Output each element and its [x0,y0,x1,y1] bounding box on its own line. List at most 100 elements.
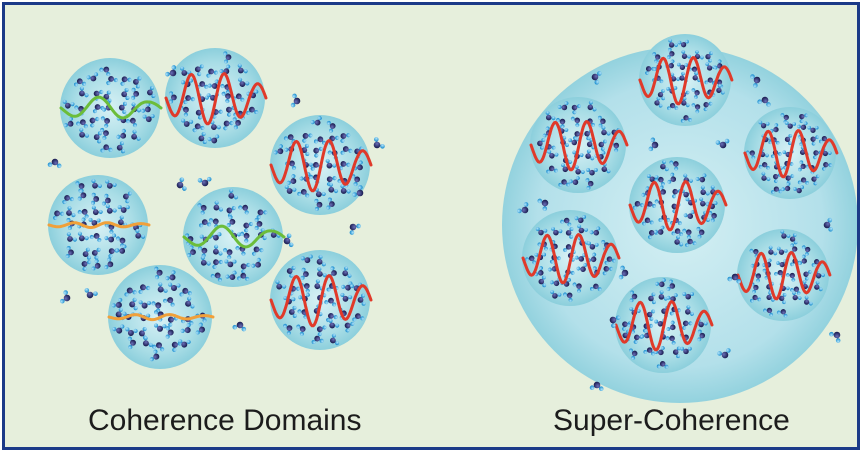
oxygen-atom [76,78,83,85]
hydrogen-atom [549,280,554,285]
hydrogen-atom [717,351,722,356]
hydrogen-atom [297,191,302,196]
hydrogen-atom [286,330,291,336]
water-molecule [761,171,771,182]
water-molecule [127,336,136,350]
water-molecule [652,52,661,64]
water-molecule [192,123,205,133]
water-molecule [118,101,127,114]
hydrogen-atom [566,182,571,187]
oxygen-atom [601,129,607,136]
oxygen-atom [326,176,333,183]
water-molecule [232,93,245,102]
hydrogen-atom [327,197,332,202]
hydrogen-atom [715,140,721,145]
oxygen-atom [528,255,535,262]
hydrogen-atom [199,223,204,228]
hydrogen-atom [350,321,355,326]
super-coherence-domain [502,34,857,403]
hydrogen-atom [767,258,772,263]
oxygen-atom [67,236,73,242]
hydrogen-atom [697,234,702,239]
hydrogen-atom [328,318,333,323]
water-molecule [115,236,126,248]
hydrogen-atom [684,63,689,67]
hydrogen-atom [178,339,183,344]
hydrogen-atom [346,189,351,194]
hydrogen-atom [815,174,820,179]
oxygen-atom [108,248,115,254]
hydrogen-atom [682,292,687,296]
water-molecule [547,149,559,159]
water-molecule [187,245,196,258]
hydrogen-atom [813,181,818,186]
hydrogen-atom [683,173,688,178]
hydrogen-atom [223,51,228,56]
oxygen-atom [600,118,606,125]
hydrogen-atom [348,148,353,153]
hydrogen-atom [588,100,593,105]
hydrogen-atom [790,262,794,267]
hydrogen-atom [99,67,104,72]
hydrogen-atom [300,275,305,280]
oxygen-atom [270,232,277,238]
water-molecule [286,174,297,185]
hydrogen-atom [324,300,329,305]
free-water-molecule [84,288,98,299]
hydrogen-atom [579,153,584,158]
hydrogen-atom [200,255,205,260]
water-molecule [763,307,773,317]
water-molecule [525,255,537,265]
hydrogen-atom [786,234,791,238]
hydrogen-atom [135,228,140,233]
hydrogen-atom [112,208,117,213]
oxygen-atom [213,248,219,255]
oxygen-atom [288,309,295,315]
oxygen-atom [314,283,321,290]
oxygen-atom [674,239,680,245]
oxygen-atom [133,79,139,85]
hydrogen-atom [682,228,687,233]
oxygen-atom [317,136,324,143]
hydrogen-atom [77,231,82,236]
hydrogen-atom [132,290,137,295]
hydrogen-atom [651,309,656,314]
hydrogen-atom [685,243,689,248]
water-molecule [784,133,793,146]
hydrogen-atom [292,187,297,192]
hydrogen-atom [70,102,75,107]
oxygen-atom [821,135,828,142]
hydrogen-atom [165,326,170,331]
oxygen-atom [694,90,700,96]
water-molecule [125,117,138,128]
hydrogen-atom [99,89,104,95]
hydrogen-atom [124,292,129,297]
hydrogen-atom [218,109,223,114]
hydrogen-atom [650,137,656,143]
hydrogen-atom [766,177,771,182]
oxygen-atom [811,176,817,182]
hydrogen-atom [290,102,296,108]
hydrogen-atom [361,293,366,298]
hydrogen-atom [308,254,313,259]
hydrogen-atom [700,185,705,190]
hydrogen-atom [228,215,233,220]
oxygen-atom [823,162,829,168]
water-molecule [167,316,178,327]
hydrogen-atom [224,259,229,264]
hydrogen-atom [220,83,225,89]
water-molecule [801,245,811,256]
oxygen-atom [182,287,189,294]
oxygen-atom [181,70,188,76]
water-molecule [223,51,232,64]
hydrogen-atom [808,270,812,274]
hydrogen-atom [606,169,611,174]
hydrogen-atom [214,79,219,84]
oxygen-atom [105,197,111,204]
water-molecule [674,235,684,247]
hydrogen-atom [275,279,280,284]
hydrogen-atom [627,323,632,327]
oxygen-atom [92,209,99,216]
domains-layer [47,48,373,369]
hydrogen-atom [692,241,697,246]
